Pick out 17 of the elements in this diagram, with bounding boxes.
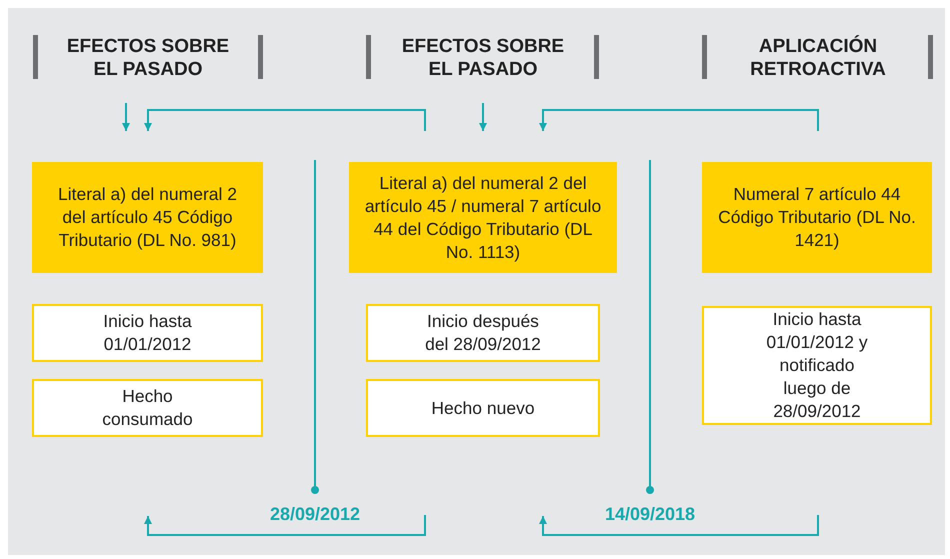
arrow xyxy=(122,103,130,131)
article-box: Numeral 7 artículo 44 Código Tributario (DL No. 1421) xyxy=(702,162,932,273)
date-label: 28/09/2012 xyxy=(270,504,360,525)
condition-box: Hecho nuevo xyxy=(366,379,600,437)
article-box: Literal a) del numeral 2 del artículo 45 / numeral 7 artículo 44 del Código Tributario (DL No. 1113) xyxy=(349,162,617,273)
arrow xyxy=(539,109,819,131)
condition-box: Inicio hasta 01/01/2012 xyxy=(32,304,263,362)
condition-box: Inicio después del 28/09/2012 xyxy=(366,304,600,362)
section-heading: EFECTOS SOBRE EL PASADO xyxy=(60,35,236,81)
section-heading: APLICACIÓN RETROACTIVA xyxy=(730,35,906,81)
condition-box: Inicio hasta 01/01/2012 y notificado luego de 28/09/2012 xyxy=(702,306,932,425)
arrow xyxy=(144,109,426,131)
arrow xyxy=(479,103,487,131)
date-label: 14/09/2018 xyxy=(604,504,696,525)
condition-box: Hecho consumado xyxy=(32,379,263,437)
article-box: Literal a) del numeral 2 del artículo 45 Código Tributario (DL No. 981) xyxy=(32,162,263,273)
section-heading: EFECTOS SOBRE EL PASADO xyxy=(395,35,571,81)
